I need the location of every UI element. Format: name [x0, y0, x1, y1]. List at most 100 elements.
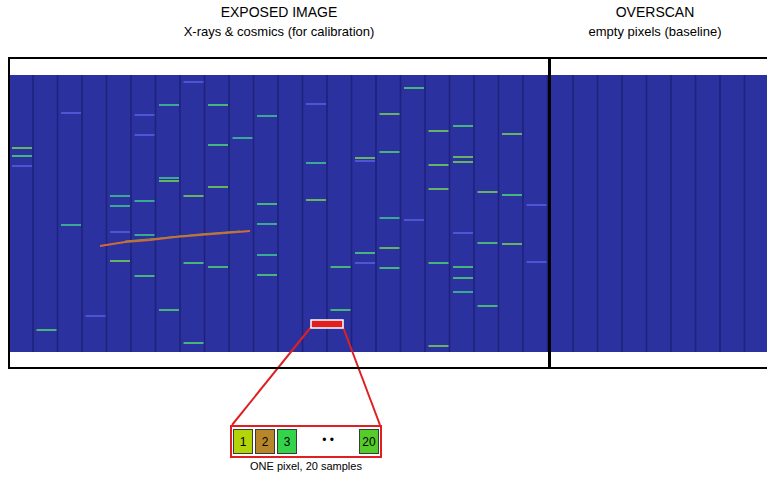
zoom-line [343, 327, 380, 425]
x-ray-hit [355, 160, 375, 162]
sample-cell: 3 [277, 429, 297, 454]
column-edge [81, 75, 83, 352]
x-ray-hit [502, 194, 522, 196]
x-ray-hit [208, 144, 228, 146]
x-ray-hit [135, 275, 155, 277]
sample-number: 3 [284, 435, 291, 449]
x-ray-hit [306, 103, 326, 105]
x-ray-hit [355, 252, 375, 254]
x-ray-hit [257, 203, 277, 205]
region-title: OVERSCAN [616, 4, 695, 20]
column-edge [597, 75, 599, 352]
sample-number: 1 [240, 435, 247, 449]
region-title: EXPOSED IMAGE [221, 4, 338, 20]
x-ray-hit [502, 243, 522, 245]
column-edge [572, 75, 574, 352]
x-ray-hit [478, 305, 498, 307]
x-ray-hit [184, 81, 204, 83]
x-ray-hit [135, 134, 155, 136]
x-ray-hit [159, 177, 179, 179]
x-ray-hit [257, 223, 277, 225]
column-edge [179, 75, 181, 352]
sample-cell: 1 [233, 429, 253, 454]
column-edge [719, 75, 721, 352]
column-edge [670, 75, 672, 352]
column-edge [424, 75, 426, 352]
x-ray-hit [355, 262, 375, 264]
column-edge [57, 75, 59, 352]
column-edge [130, 75, 132, 352]
x-ray-hit [429, 345, 449, 347]
sample-number: 2 [262, 435, 269, 449]
pixel-columns [33, 75, 745, 352]
x-ray-hit [184, 195, 204, 197]
column-edge [400, 75, 402, 352]
x-ray-hits [12, 82, 547, 346]
x-ray-hit [527, 204, 547, 206]
x-ray-hit [478, 242, 498, 244]
x-ray-hit [527, 261, 547, 263]
x-ray-hit [453, 277, 473, 279]
x-ray-hit [429, 130, 449, 132]
x-ray-hit [61, 112, 81, 114]
region-subtitle: X-rays & cosmics (for calibration) [184, 24, 375, 39]
x-ray-hit [37, 329, 57, 331]
x-ray-hit [159, 309, 179, 311]
column-edge [277, 75, 279, 352]
x-ray-hit [429, 188, 449, 190]
x-ray-hit [380, 151, 400, 153]
column-edge [106, 75, 108, 352]
x-ray-hit [257, 274, 277, 276]
column-edge [228, 75, 230, 352]
x-ray-hit [159, 104, 179, 106]
x-ray-hit [306, 162, 326, 164]
x-ray-hit [453, 156, 473, 158]
column-edge [32, 75, 34, 352]
x-ray-hit [453, 232, 473, 234]
x-ray-hit [110, 231, 130, 233]
column-edge [498, 75, 500, 352]
exposed-pixels [9, 75, 549, 352]
x-ray-hit [380, 113, 400, 115]
column-edge [449, 75, 451, 352]
column-edge [621, 75, 623, 352]
x-ray-hit [380, 247, 400, 249]
column-edge [326, 75, 328, 352]
x-ray-hit [208, 186, 228, 188]
x-ray-hit [429, 164, 449, 166]
column-edge [473, 75, 475, 352]
x-ray-hit [453, 125, 473, 127]
x-ray-hit [86, 315, 106, 317]
x-ray-hit [110, 205, 130, 207]
x-ray-hit [453, 266, 473, 268]
x-ray-hit [135, 114, 155, 116]
column-edge [253, 75, 255, 352]
x-ray-hit [306, 199, 326, 201]
x-ray-hit [12, 165, 32, 167]
x-ray-hit [12, 147, 32, 149]
x-ray-hit [502, 133, 522, 135]
x-ray-hit [110, 195, 130, 197]
zoom-line [232, 327, 311, 425]
ccd-region: OVERSCANempty pixels (baseline) [549, 57, 767, 369]
cosmic-track-core [125, 231, 240, 241]
region-title: ONE pixel, 20 samples [250, 460, 362, 472]
ccd-region: EXPOSED IMAGEX-rays & cosmics (for calib… [8, 57, 550, 369]
pixel-zoom-box: ONE pixel, 20 samples12320• • [230, 425, 382, 458]
column-edge [522, 75, 524, 352]
x-ray-hit [380, 267, 400, 269]
x-ray-hit [404, 219, 424, 221]
cosmic-track [100, 231, 250, 246]
x-ray-hit [110, 260, 130, 262]
column-edge [351, 75, 353, 352]
column-edge [155, 75, 157, 352]
x-ray-hit [331, 266, 351, 268]
x-ray-hit [257, 115, 277, 117]
x-ray-hit [331, 309, 351, 311]
x-ray-hit [257, 254, 277, 256]
x-ray-hit [404, 87, 424, 89]
x-ray-hit [184, 262, 204, 264]
region-subtitle: empty pixels (baseline) [589, 24, 722, 39]
x-ray-hit [12, 155, 32, 157]
x-ray-hit [208, 104, 228, 106]
